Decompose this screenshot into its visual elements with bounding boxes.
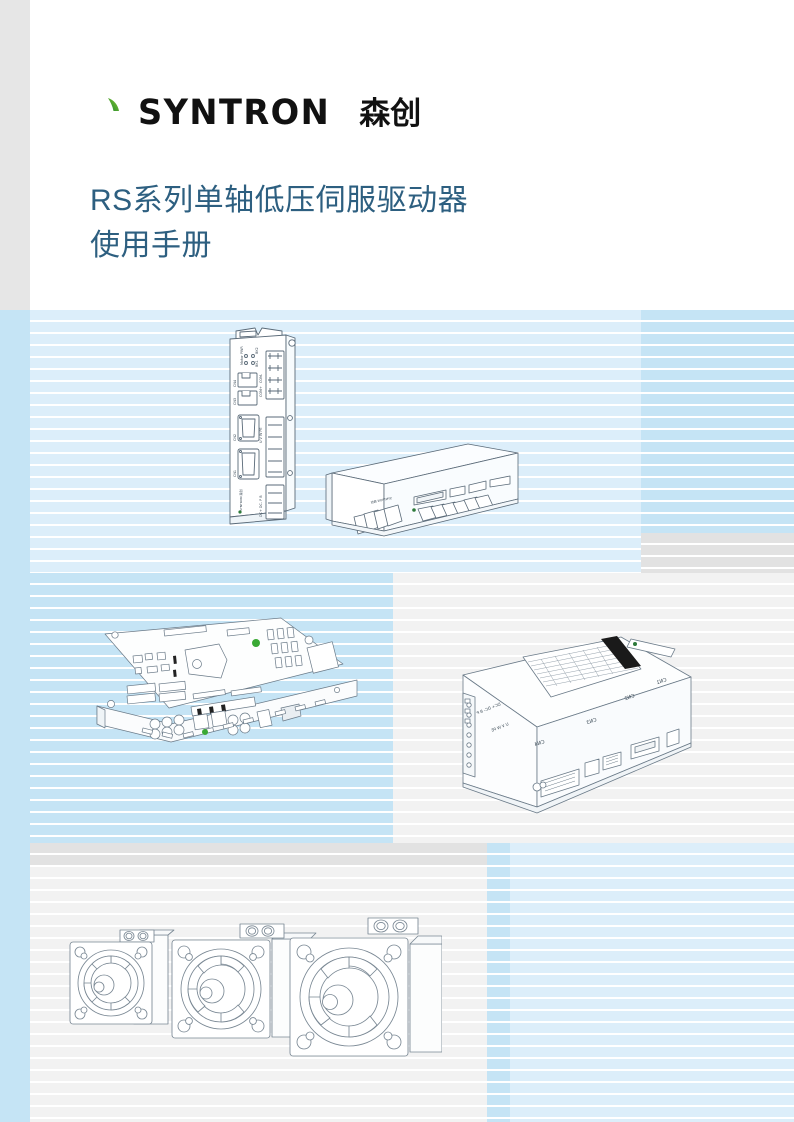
- svg-text:PWR: PWR: [240, 346, 244, 354]
- cover-header: SYNTRON 森创 RS系列单轴低压伺服驱动器 使用手册: [0, 0, 794, 310]
- svg-text:SYNTRON 森创: SYNTRON 森创: [238, 490, 243, 511]
- svg-text:CN1: CN1: [656, 677, 668, 686]
- band-drives-right-stripes: [641, 310, 794, 573]
- svg-text:CN2: CN2: [233, 434, 237, 441]
- page-title: RS系列单轴低压伺服驱动器 使用手册: [90, 178, 468, 268]
- band-drives-left-rail: [0, 310, 30, 573]
- svg-text:CN1: CN1: [233, 470, 237, 477]
- band-motors-gray-header-rows: [0, 843, 794, 867]
- svg-text:U V W PE: U V W PE: [490, 721, 509, 733]
- svg-text:BK2: BK2: [255, 347, 259, 354]
- band-motors-left-rail: [0, 843, 30, 1122]
- band-drives-center-stripes: [30, 310, 641, 573]
- brand-logo: SYNTRON 森创: [88, 94, 421, 132]
- band-drives-gray-tail-seg: [641, 533, 794, 573]
- brand-chinese-name: 森创: [359, 95, 422, 131]
- svg-text:BK1: BK1: [255, 360, 259, 367]
- svg-text:CN3: CN3: [586, 717, 598, 726]
- svg-text:U V W PE: U V W PE: [259, 427, 263, 443]
- page-title-line-1: RS系列单轴低压伺服驱动器: [90, 184, 469, 217]
- syntron-swirl-logo-icon: [88, 94, 126, 132]
- illustration-drive-angled: SYNTRON 森创: [318, 437, 533, 549]
- band-pcb-right-stripes: [393, 573, 794, 843]
- illustration-drive-nameplate: CN4 CN3 CN2 CN1 DC+ DC- B P U V W PE: [445, 635, 710, 815]
- band-drives-right-gray-tail: [0, 533, 794, 573]
- svg-text:CN3: CN3: [233, 398, 237, 405]
- page-title-line-2: 使用手册: [90, 229, 212, 262]
- svg-text:SYNTRON 森创: SYNTRON 森创: [370, 495, 392, 504]
- illustration-drive-vertical: PWR Motor BK2 BK1 CN4 CN3 CN2 CN1 COM- C…: [200, 325, 328, 525]
- svg-text:COM-: COM-: [259, 373, 263, 383]
- svg-text:CN4: CN4: [233, 380, 237, 387]
- band-motors-divider-column: [487, 843, 510, 1122]
- brand-wordmark: SYNTRON: [138, 92, 331, 133]
- svg-text:DC+ DC- P B: DC+ DC- P B: [259, 495, 263, 517]
- svg-text:COM+: COM+: [259, 386, 263, 397]
- svg-text:CN2: CN2: [624, 693, 636, 702]
- band-motors-gray-header-seg: [30, 843, 487, 867]
- band-pcb-left-rail: [0, 573, 30, 843]
- band-motors-right-stripes: [510, 843, 794, 1122]
- band-pcb-left-stripes: [30, 573, 393, 843]
- svg-text:CN4: CN4: [534, 739, 546, 748]
- band-drives: [0, 310, 794, 573]
- header-corner-block: [0, 0, 30, 310]
- illustration-servo-motors: [62, 912, 442, 1072]
- svg-text:Motor: Motor: [240, 355, 244, 365]
- illustration-pcb-board: [85, 612, 365, 792]
- band-pcb: [0, 573, 794, 843]
